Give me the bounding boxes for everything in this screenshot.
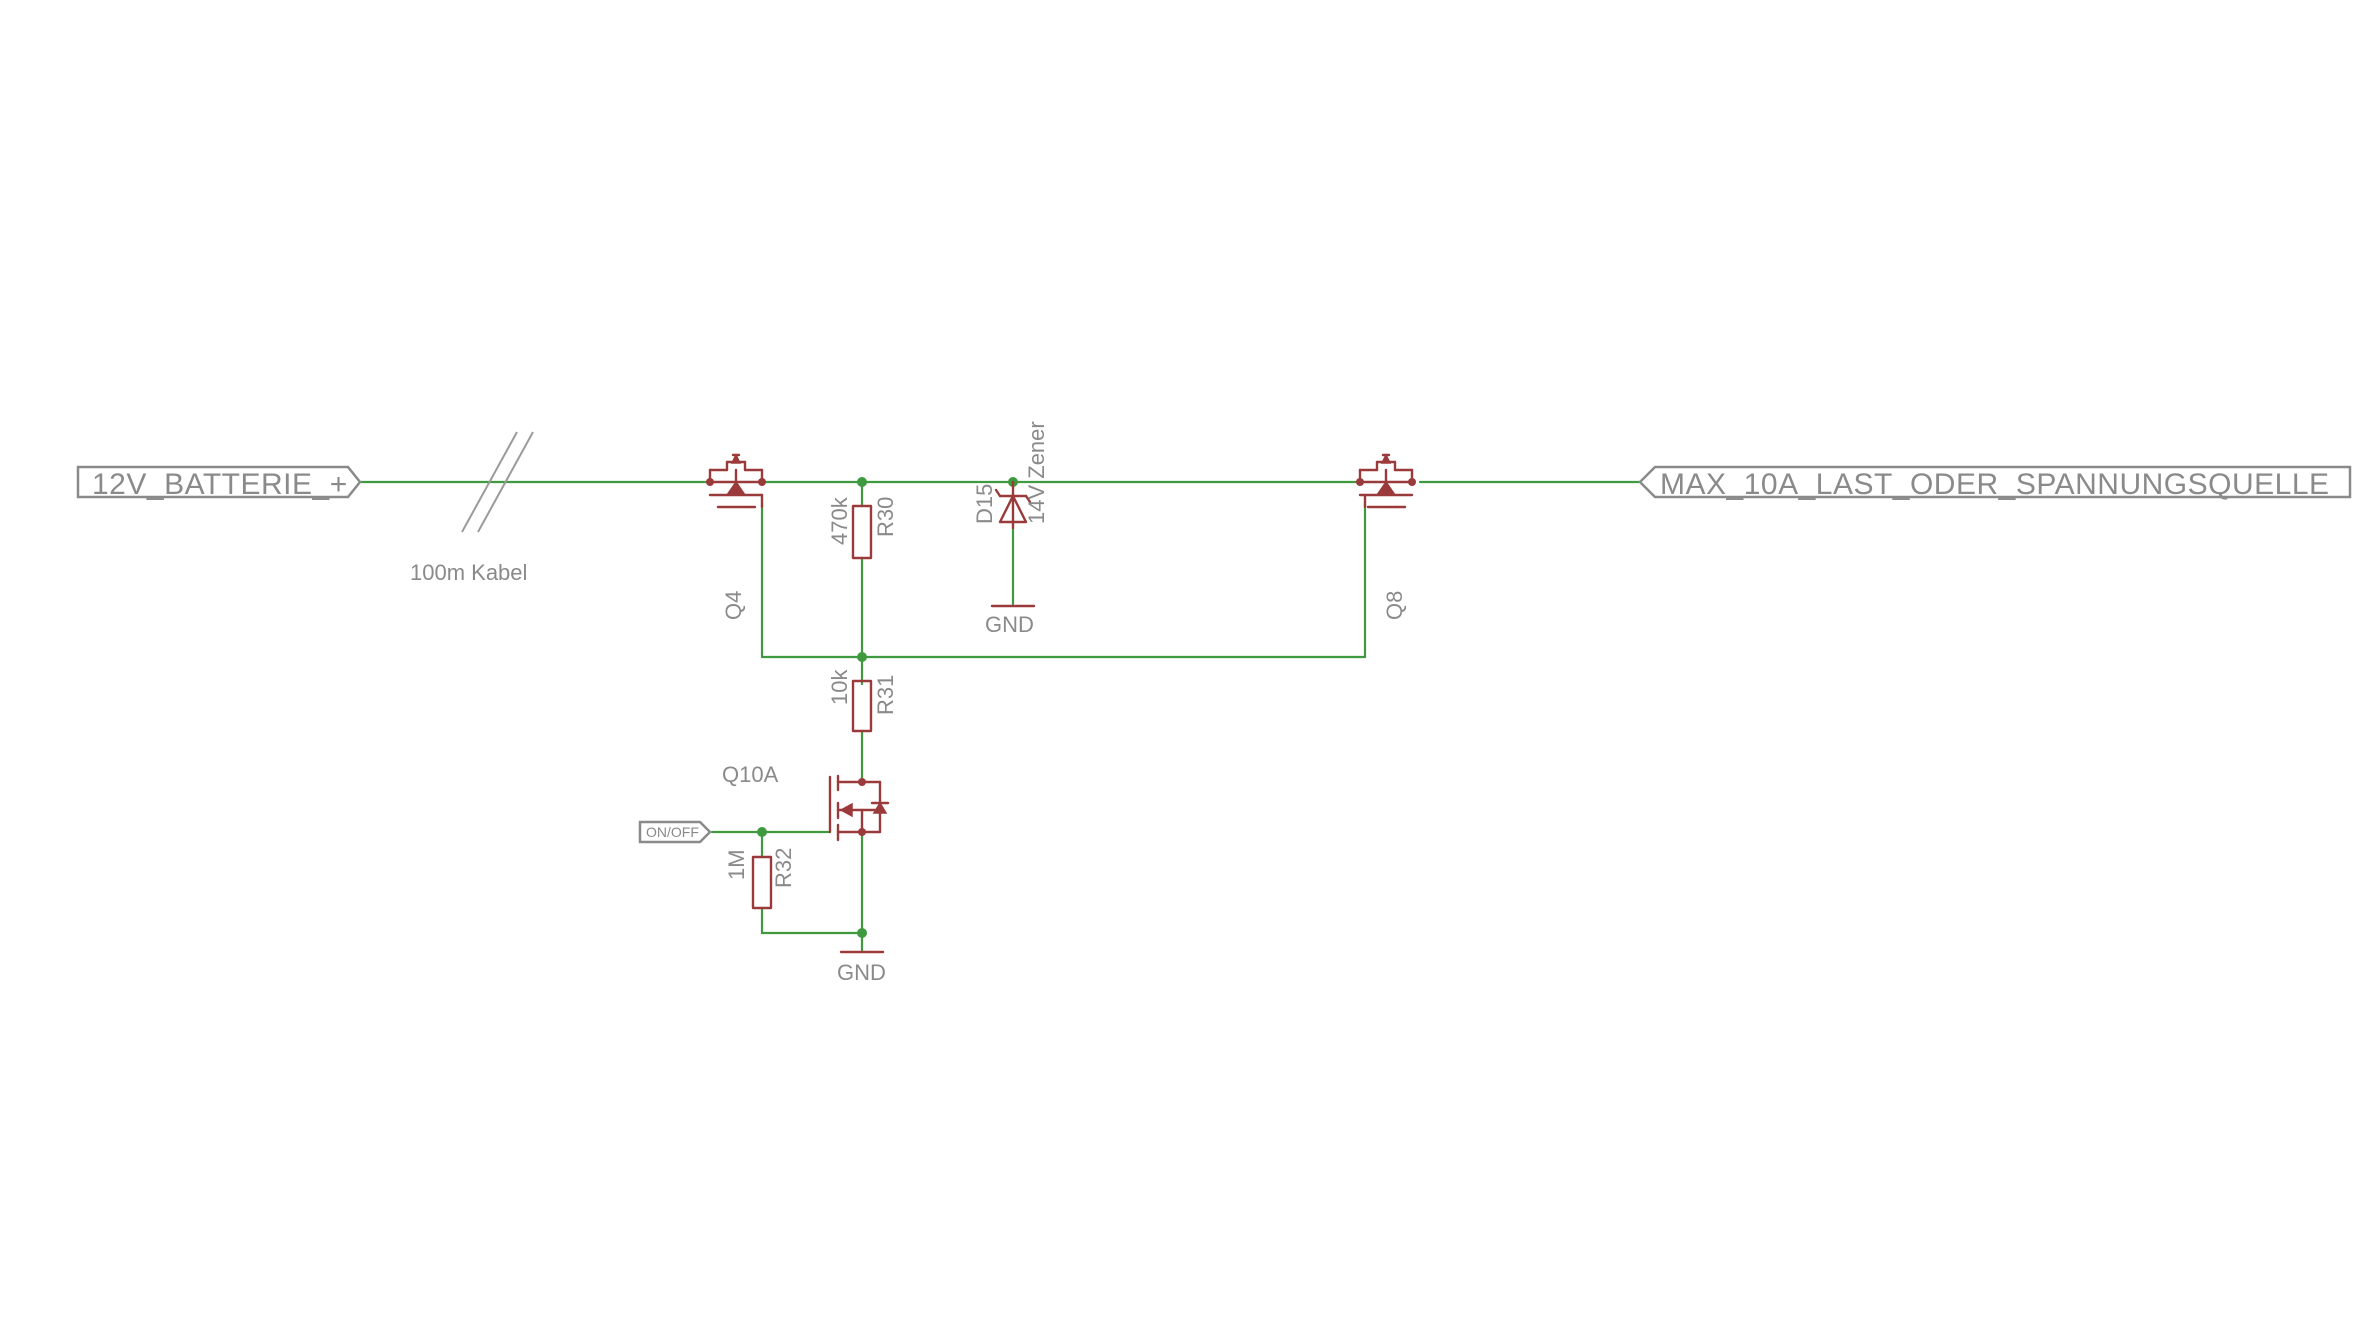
port-load-shape	[1638, 465, 2352, 499]
gnd-main-label: GND	[837, 960, 886, 985]
junction-gnd	[857, 928, 867, 938]
r30-value: 470k	[827, 496, 852, 545]
q4-mosfet: Q4	[706, 453, 766, 620]
gnd-zener-label: GND	[985, 612, 1034, 637]
port-battery: 12V_BATTERIE_+	[76, 465, 362, 501]
q8-mosfet: Q8	[1356, 453, 1416, 620]
junction-gate-bus	[857, 652, 867, 662]
port-load-label: MAX_10A_LAST_ODER_SPANNUNGSQUELLE	[1660, 468, 2330, 501]
port-load: MAX_10A_LAST_ODER_SPANNUNGSQUELLE	[1638, 465, 2352, 501]
wires	[358, 480, 1642, 952]
cable-slash-2	[477, 431, 534, 533]
port-onoff-label: ON/OFF	[646, 824, 699, 840]
junctions	[757, 477, 1018, 938]
d15-zener-diode: D15 14V Zener	[972, 421, 1049, 530]
r31-value: 10k	[827, 669, 852, 705]
q4-ref: Q4	[721, 591, 746, 620]
r31-ref: R31	[873, 675, 898, 715]
r32-value: 1M	[724, 849, 749, 880]
port-onoff: ON/OFF	[638, 820, 712, 844]
r31-resistor: 10k R31	[827, 669, 898, 733]
d15-ref: D15	[972, 484, 997, 524]
junction-onoff	[757, 827, 767, 837]
r30-ref: R30	[873, 497, 898, 537]
port-battery-label: 12V_BATTERIE_+	[92, 468, 348, 501]
port-onoff-shape	[638, 820, 712, 844]
cable-slash-1	[461, 431, 518, 533]
gnd-symbol-zener: GND	[985, 604, 1036, 637]
r32-resistor: 1M R32	[724, 848, 796, 910]
r32-ref: R32	[771, 848, 796, 888]
gnd-symbol-main: GND	[837, 950, 886, 985]
d15-value: 14V Zener	[1024, 421, 1049, 524]
junction-r30-top	[857, 477, 867, 487]
cable-break-symbol: 100m Kabel	[410, 431, 534, 585]
r30-resistor: 470k R30	[827, 496, 898, 560]
q8-ref: Q8	[1382, 591, 1407, 620]
cable-label: 100m Kabel	[410, 560, 527, 585]
q10a-mosfet: Q10A	[722, 762, 890, 842]
port-battery-shape	[76, 465, 362, 499]
q10a-ref: Q10A	[722, 762, 779, 787]
